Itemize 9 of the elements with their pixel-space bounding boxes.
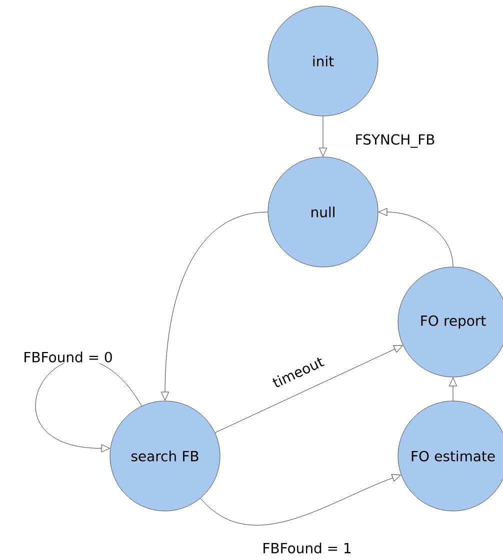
arrow	[214, 345, 403, 433]
edge-label: FSYNCH_FB	[354, 133, 436, 149]
arrow	[449, 377, 457, 401]
arrow	[161, 212, 268, 400]
edge-label: FBFound = 0	[22, 350, 114, 364]
edge-label: FBFound = 1	[261, 542, 353, 554]
arrow	[319, 116, 327, 156]
arrow	[200, 474, 401, 526]
arrow	[378, 208, 454, 267]
